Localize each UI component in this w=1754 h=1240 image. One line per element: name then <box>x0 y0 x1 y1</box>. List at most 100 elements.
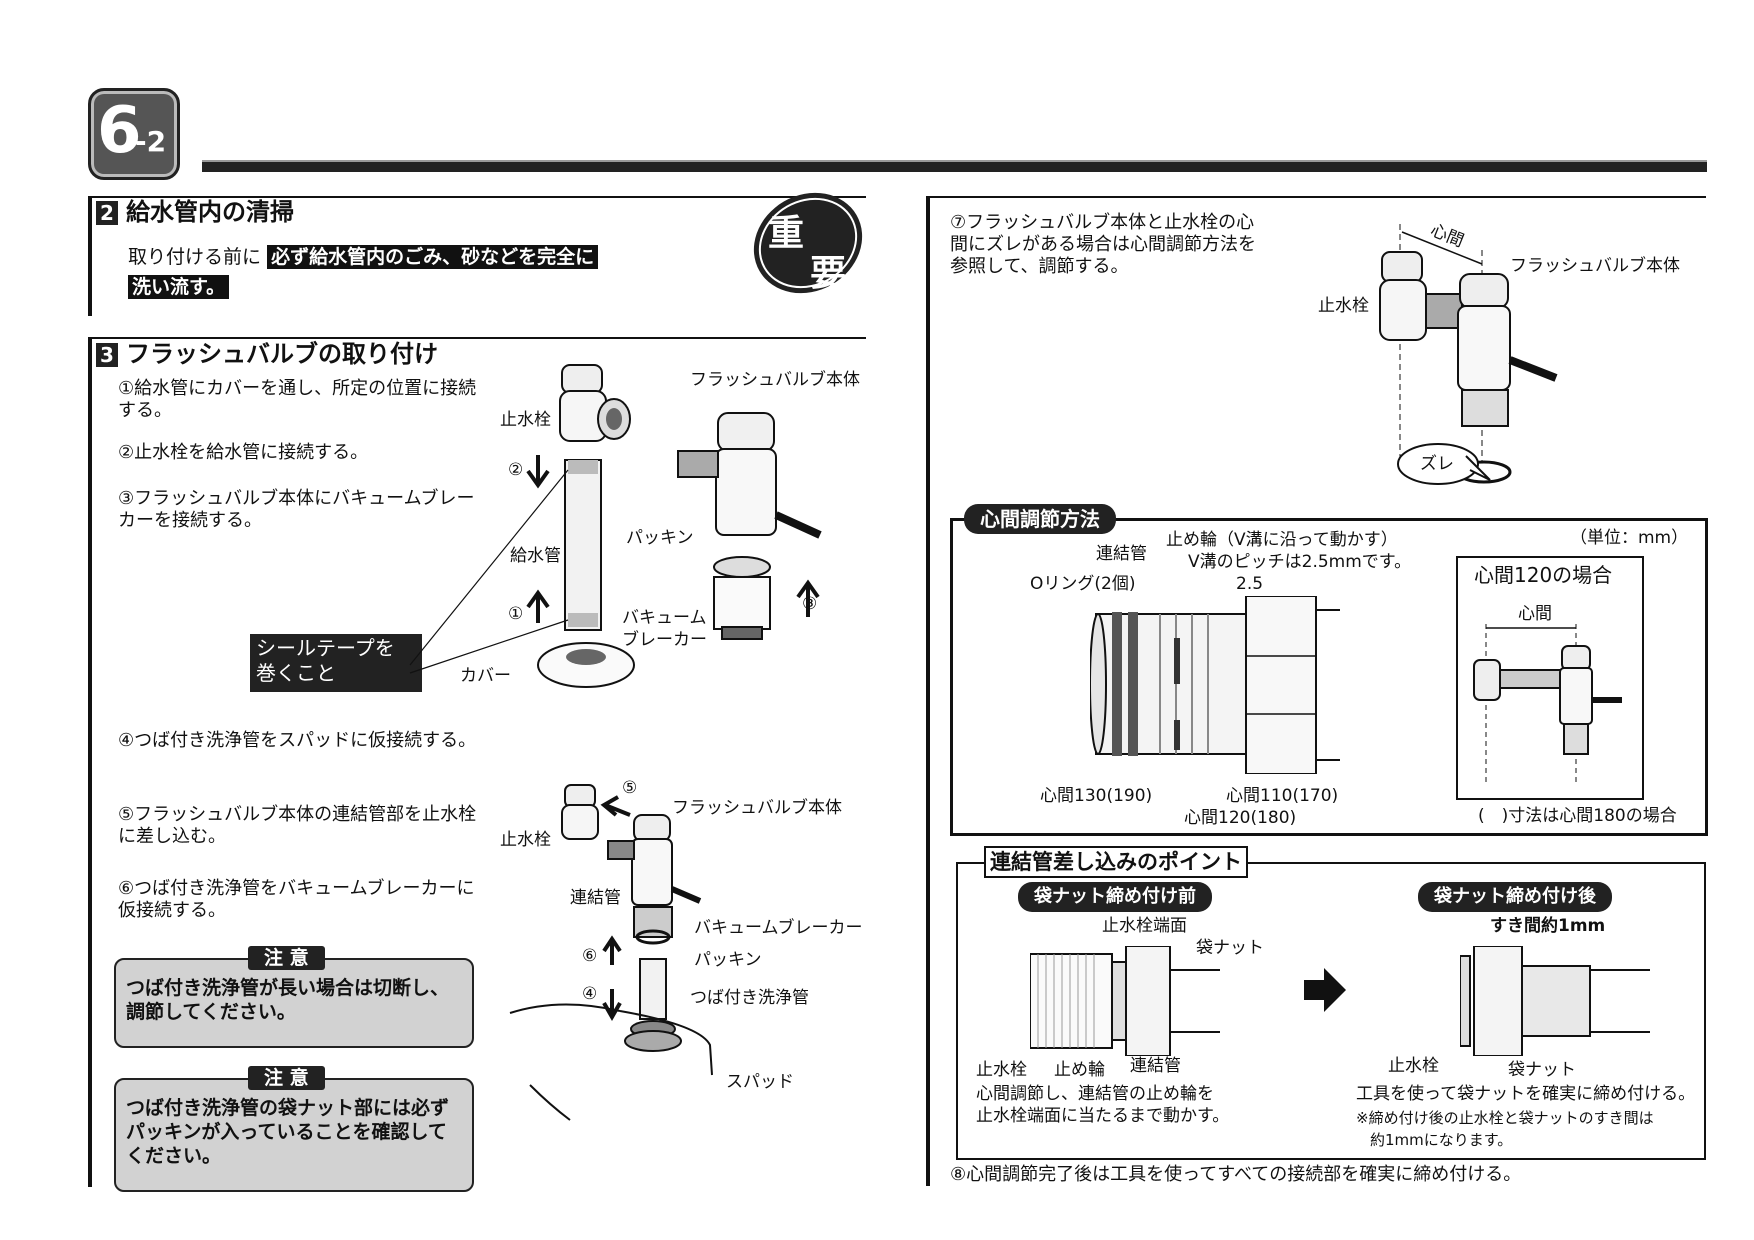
after-tighten-diagram <box>1460 946 1650 1056</box>
section-badge: 6 -2 <box>88 88 180 180</box>
diag2-flange-pipe-label: つば付き洗浄管 <box>690 988 809 1008</box>
diag1-pipe-label: 給水管 <box>510 546 561 566</box>
adjust-stopper-label-1: 止め輪（V溝に沿って動かす） <box>1166 530 1398 550</box>
right-column-top-rule <box>926 196 1706 198</box>
important-stamp-char1: 重 <box>768 213 805 254</box>
adjust-c130-label: 心間130(190) <box>1040 786 1153 806</box>
step-4: ④つば付き洗浄管をスパッドに仮接続する。 <box>118 730 477 751</box>
caution-tag-2: 注 意 <box>248 1066 325 1090</box>
important-stamp-char2: 要 <box>810 253 847 294</box>
adjust-connector-label: 連結管 <box>1096 544 1147 564</box>
paren-note: ( )寸法は心間180の場合 <box>1478 806 1677 826</box>
caution-text-1: つば付き洗浄管が長い場合は切断し、調節してください。 <box>126 977 450 1023</box>
diag2-mark-6: ⑥ <box>582 946 598 966</box>
caution-box-1: つば付き洗浄管が長い場合は切断し、調節してください。 <box>114 958 474 1048</box>
connector-pipe-diagram <box>1090 596 1340 774</box>
section2-rule <box>88 196 866 198</box>
badge-sub: -2 <box>135 125 167 158</box>
assembly-diagram-2 <box>509 784 713 1121</box>
section2-highlight-2: 洗い流す。 <box>128 275 230 299</box>
seal-tape-note: シールテープを 巻くこと <box>250 634 422 692</box>
section2-highlight-1: 必ず給水管内のごみ、砂などを完全に <box>267 245 599 269</box>
center120-diagram <box>1473 624 1622 784</box>
offset-zure-label: ズレ <box>1420 454 1454 474</box>
insert-point-frame <box>956 862 1706 1160</box>
diag1-flush-body-label: フラッシュバルブ本体 <box>690 370 860 390</box>
right-column-border <box>926 196 930 1186</box>
diag1-vacuum-label-2: ブレーカー <box>622 630 707 650</box>
offset-valve-label: 止水栓 <box>1318 296 1369 316</box>
insert-before-note-1: 心間調節し、連結管の止め輪を <box>976 1084 1214 1104</box>
adjust-pitch-label: 2.5 <box>1236 574 1264 594</box>
insert-after-title: 袋ナット締め付け後 <box>1418 882 1612 912</box>
diag2-vacuum-label: バキュームブレーカー <box>694 918 863 938</box>
insert-valve-label-2: 止水栓 <box>1388 1056 1439 1076</box>
insert-bag-nut-label-2: 袋ナット <box>1508 1060 1576 1080</box>
right-arrow-icon <box>1304 968 1346 1012</box>
diag2-valve-label: 止水栓 <box>500 830 551 850</box>
header-rule <box>202 160 1707 172</box>
step-3: ③フラッシュバルブ本体にバキュームブレーカーを接続する。 <box>118 488 475 531</box>
seal-tape-line2: 巻くこと <box>256 661 336 685</box>
section3-title: フラッシュバルブの取り付け <box>126 340 438 368</box>
section2-title: 給水管内の清掃 <box>126 198 294 226</box>
caution-tag-1: 注 意 <box>248 946 325 970</box>
diag2-connector-label: 連結管 <box>570 888 621 908</box>
insert-after-note-3: 約1mmになります。 <box>1370 1131 1513 1149</box>
section2-text: 取り付ける前に 必ず給水管内のごみ、砂などを完全に 洗い流す。 <box>128 242 688 302</box>
left-column-border-2 <box>88 337 92 1187</box>
adjust-oring-label: Oリング(2個) <box>1030 574 1136 594</box>
seal-tape-line1: シールテープを <box>256 636 395 660</box>
section3-rule <box>88 337 866 339</box>
step-5: ⑤フラッシュバルブ本体の連結管部を止水栓に差し込む。 <box>118 804 477 847</box>
adjust-c110-label: 心間110(170) <box>1226 786 1339 806</box>
section3-number: 3 <box>96 343 118 367</box>
diag1-valve-label: 止水栓 <box>500 410 551 430</box>
insert-bag-nut-label: 袋ナット <box>1196 938 1264 958</box>
adjust-method-title: 心間調節方法 <box>964 504 1116 534</box>
diag2-mark-5: ⑤ <box>622 778 638 798</box>
step-2: ②止水栓を給水管に接続する。 <box>118 442 369 463</box>
insert-gap-label: すき間約1mm <box>1490 916 1606 936</box>
diag1-cover-label: カバー <box>460 666 511 686</box>
caution-text-2: つば付き洗浄管の袋ナット部には必ずパッキンが入っていることを確認してください。 <box>126 1097 450 1167</box>
section2-heading: 2 給水管内の清掃 <box>96 198 294 226</box>
step-8: ⑧心間調節完了後は工具を使ってすべての接続部を確実に締め付ける。 <box>950 1164 1522 1185</box>
insert-valve-label: 止水栓 <box>976 1060 1027 1080</box>
adjust-unit: （単位：mm） <box>1570 528 1689 548</box>
insert-after-note-1: 工具を使って袋ナットを確実に締め付ける。 <box>1356 1084 1696 1104</box>
diag1-mark-2: ② <box>508 460 524 480</box>
section3-heading: 3 フラッシュバルブの取り付け <box>96 340 438 368</box>
offset-diagram <box>1379 224 1558 485</box>
diag2-spud-label: スパッド <box>726 1072 794 1092</box>
assembly-diagram-1 <box>409 364 822 688</box>
offset-flush-body-label: フラッシュバルブ本体 <box>1510 256 1680 276</box>
insert-end-face-label: 止水栓端面 <box>1102 916 1187 936</box>
step-1: ①給水管にカバーを通し、所定の位置に接続する。 <box>118 378 477 421</box>
adjust-stopper-label-2: V溝のピッチは2.5mmです。 <box>1188 552 1412 572</box>
left-column-border <box>88 196 92 316</box>
adjust-c120-label: 心間120(180) <box>1184 808 1297 828</box>
insert-stopper-label: 止め輪 <box>1054 1060 1105 1080</box>
diag1-mark-3: ③ <box>802 594 818 614</box>
diag1-vacuum-label-1: バキューム <box>622 608 707 628</box>
caution-box-2: つば付き洗浄管の袋ナット部には必ずパッキンが入っていることを確認してください。 <box>114 1078 474 1192</box>
step-7: ⑦フラッシュバルブ本体と止水栓の心間にズレがある場合は心間調節方法を参照して、調… <box>950 212 1256 277</box>
insert-before-note-2: 止水栓端面に当たるまで動かす。 <box>976 1106 1230 1126</box>
important-stamp-icon <box>753 192 863 294</box>
diag2-mark-4: ④ <box>582 984 598 1004</box>
center120-title: 心間120の場合 <box>1474 563 1613 587</box>
badge-main: 6 <box>97 94 142 168</box>
center120-box <box>1456 556 1644 800</box>
insert-after-note-2: ※締め付け後の止水栓と袋ナットのすき間は <box>1356 1109 1654 1127</box>
diag2-flush-body-label: フラッシュバルブ本体 <box>672 798 842 818</box>
diag2-packing-label: パッキン <box>694 950 762 970</box>
section2-number: 2 <box>96 201 118 225</box>
diag1-packing-label: パッキン <box>626 528 694 548</box>
insert-connector-label: 連結管 <box>1130 1056 1181 1076</box>
step-6: ⑥つば付き洗浄管をバキュームブレーカーに仮接続する。 <box>118 878 475 921</box>
center120-center-label: 心間 <box>1518 604 1552 624</box>
adjust-method-frame <box>950 518 1708 836</box>
diag1-mark-1: ① <box>508 604 524 624</box>
section2-text-prefix: 取り付ける前に <box>128 246 262 268</box>
